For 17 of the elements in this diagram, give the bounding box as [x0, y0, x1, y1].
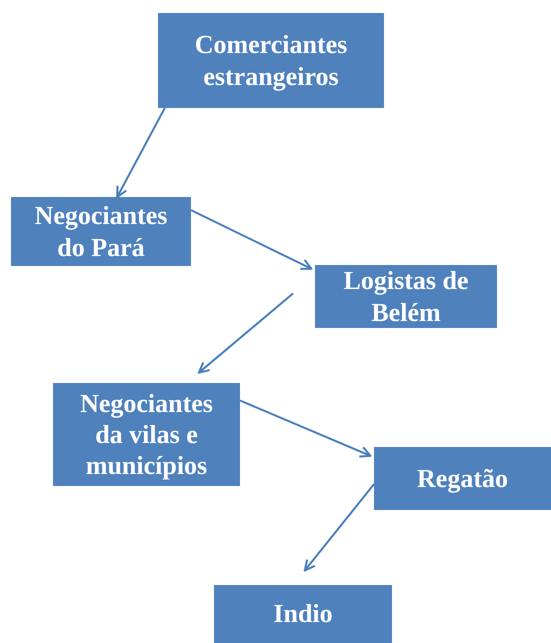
box-label: Negociantes do Pará [34, 200, 168, 263]
box-label: Logistas de Belém [342, 265, 470, 328]
arrow [198, 292, 294, 374]
arrow [190, 209, 312, 270]
box-label: Regatão [417, 462, 508, 494]
process-box [158, 13, 384, 108]
process-box [53, 383, 240, 486]
process-box [374, 447, 551, 510]
box-label: Indio [273, 598, 333, 630]
arrow [240, 400, 372, 458]
arrow [304, 484, 375, 572]
box-label: Negociantes da vilas e municípios [79, 388, 214, 482]
box-label: Comerciantes estrangeiros [194, 29, 348, 92]
process-box [315, 265, 497, 328]
process-box [214, 585, 392, 643]
arrow [116, 108, 166, 198]
process-box [11, 197, 191, 266]
